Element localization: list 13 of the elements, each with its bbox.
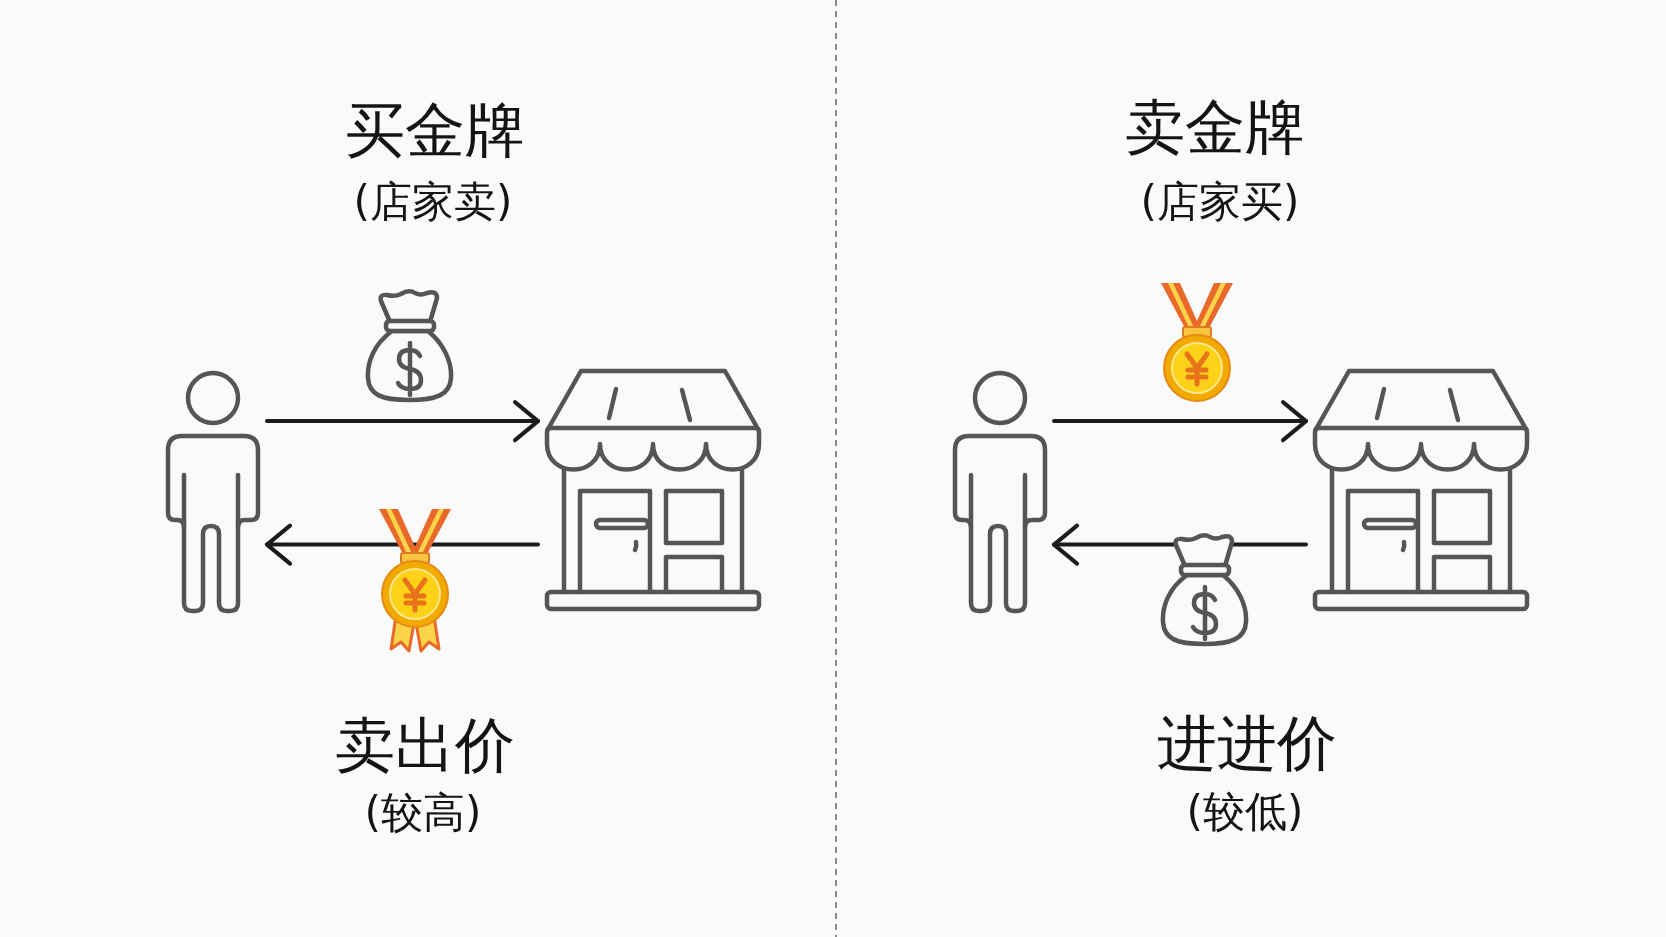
- heading: 卖金牌: [1125, 94, 1305, 160]
- person-icon: [952, 369, 1048, 615]
- note-text: (店家卖): [353, 178, 513, 226]
- arrow: [265, 523, 540, 566]
- heading: 卖出价: [335, 712, 515, 778]
- note-text: (较低): [1186, 788, 1304, 836]
- person-icon: [165, 369, 261, 615]
- heading: 进进价: [1157, 710, 1337, 776]
- note-text: (店家买): [1140, 178, 1300, 226]
- storefront-icon: [1312, 368, 1530, 612]
- heading: 买金牌: [345, 97, 525, 163]
- storefront-icon: [544, 368, 762, 612]
- note-text: (较高): [364, 789, 482, 837]
